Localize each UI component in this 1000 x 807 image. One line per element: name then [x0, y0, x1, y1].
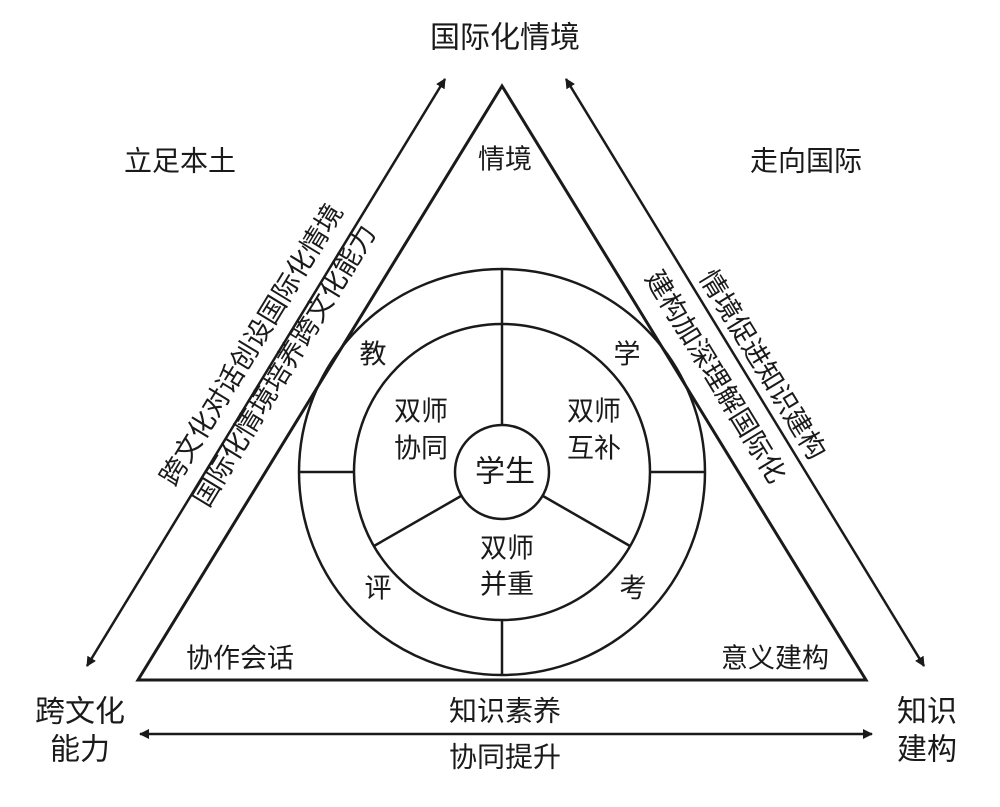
sector-label-bottom-line2: 并重: [480, 570, 534, 601]
left-edge-arrow: [85, 78, 447, 667]
corner-label-left-line2: 能力: [50, 733, 110, 768]
ring-label-teach: 教: [360, 340, 387, 371]
corner-label-right-line1: 知识: [897, 695, 957, 730]
triangle-label-top: 情境: [478, 145, 532, 176]
ring-label-exam: 考: [620, 574, 647, 605]
ring-label-learn: 学: [614, 340, 641, 371]
sector-label-left-line2: 协同: [394, 434, 448, 465]
corner-label-left-line1: 跨文化: [35, 695, 125, 730]
sector-divider-bottom-right: [542, 494, 631, 548]
right-edge-arrow: [564, 78, 926, 667]
corner-label-top: 国际化情境: [430, 21, 580, 56]
bottom-label-below: 协同提升: [449, 741, 561, 774]
center-label-student: 学生: [475, 455, 535, 490]
sector-divider-bottom-left: [373, 494, 462, 548]
side-label-top-left: 立足本土: [124, 145, 236, 178]
triangle-label-bottom-left: 协作会话: [186, 644, 294, 675]
triangle-label-bottom-right: 意义建构: [721, 644, 829, 675]
sector-label-left-line1: 双师: [394, 397, 448, 428]
bottom-label-above: 知识素养: [449, 695, 561, 728]
corner-label-right-line2: 建构: [897, 733, 957, 768]
ring-label-evaluate: 评: [365, 574, 392, 605]
sector-label-bottom-line1: 双师: [480, 534, 534, 565]
sector-label-right-line2: 互补: [567, 434, 621, 465]
sector-label-right-line1: 双师: [567, 397, 621, 428]
side-label-top-right: 走向国际: [750, 145, 862, 178]
